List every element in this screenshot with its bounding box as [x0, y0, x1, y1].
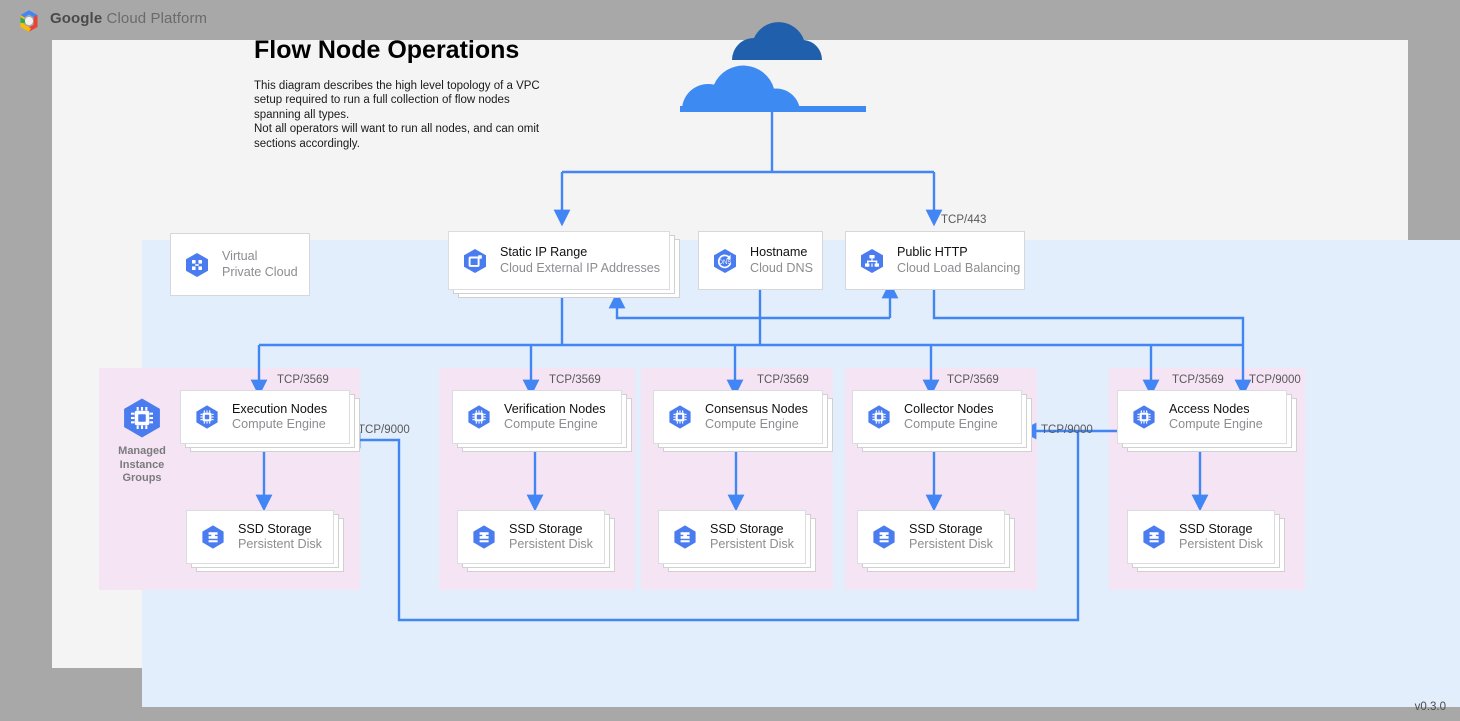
compute-engine-icon [1133, 405, 1155, 429]
card-execution-nodes[interactable]: Execution Nodes Compute Engine [180, 390, 350, 444]
card-subtitle-access-nodes: Compute Engine [1169, 417, 1263, 431]
card-text-consensus-nodes: Consensus Nodes Compute Engine [705, 402, 808, 433]
port-label-tcp-3569-collector: TCP/3569 [947, 374, 999, 386]
persistent-disk-icon [1143, 525, 1165, 549]
page-title: Flow Node Operations [254, 36, 520, 64]
card-subtitle-static-ip-range: Cloud External IP Addresses [500, 260, 661, 275]
card-text-access-nodes: Access Nodes Compute Engine [1169, 402, 1263, 433]
card-access-nodes[interactable]: Access Nodes Compute Engine [1117, 390, 1287, 444]
card-title-collector-storage: SSD Storage [909, 521, 983, 536]
card-subtitle-hostname: Cloud DNS [750, 260, 813, 275]
card-collector-storage[interactable]: SSD Storage Persistent Disk [857, 510, 1005, 564]
card-subtitle-collector-storage: Persistent Disk [909, 537, 993, 551]
card-text-hostname: Hostname Cloud DNS [750, 245, 813, 276]
card-subtitle-consensus-nodes: Compute Engine [705, 417, 799, 431]
card-text-collector-storage: SSD Storage Persistent Disk [909, 522, 993, 553]
card-text-execution-nodes: Execution Nodes Compute Engine [232, 402, 327, 433]
card-virtual-private-cloud[interactable]: Virtual Private Cloud [170, 233, 310, 296]
card-title-virtual-private-cloud: Virtual [222, 249, 258, 264]
card-consensus-nodes[interactable]: Consensus Nodes Compute Engine [653, 390, 823, 444]
persistent-disk-icon [674, 525, 696, 549]
card-subtitle-collector-nodes: Compute Engine [904, 417, 998, 431]
card-access-storage[interactable]: SSD Storage Persistent Disk [1127, 510, 1275, 564]
google-cloud-logo-icon [20, 10, 38, 32]
compute-engine-icon [468, 405, 490, 429]
port-label-tcp-3569-consensus: TCP/3569 [757, 374, 809, 386]
card-subtitle-public-http: Cloud Load Balancing [897, 260, 1021, 275]
gcp-brand-rest: Cloud Platform [102, 10, 208, 27]
card-title-static-ip-range: Static IP Range [500, 245, 588, 260]
managed-instance-groups-icon [124, 398, 160, 438]
cloud-dns-icon: DNS [714, 248, 736, 273]
persistent-disk-icon [202, 525, 224, 549]
compute-engine-icon [196, 405, 218, 429]
port-label-tcp-9000-execution: TCP/9000 [358, 424, 410, 436]
port-label-tcp-3569-execution: TCP/3569 [277, 374, 329, 386]
card-title-access-nodes: Access Nodes [1169, 401, 1250, 416]
card-title-hostname: Hostname [750, 245, 808, 260]
load-balancing-icon [861, 248, 883, 273]
card-text-consensus-storage: SSD Storage Persistent Disk [710, 522, 794, 553]
card-subtitle-verification-storage: Persistent Disk [509, 537, 593, 551]
card-text-verification-nodes: Verification Nodes Compute Engine [504, 402, 606, 433]
card-text-virtual-private-cloud: Virtual Private Cloud [222, 249, 298, 280]
page-description: This diagram describes the high level to… [254, 80, 540, 150]
card-title-consensus-nodes: Consensus Nodes [705, 401, 808, 416]
card-verification-nodes[interactable]: Verification Nodes Compute Engine [452, 390, 622, 444]
compute-engine-icon [669, 405, 691, 429]
card-subtitle-verification-nodes: Compute Engine [504, 417, 598, 431]
card-title-verification-storage: SSD Storage [509, 521, 583, 536]
persistent-disk-icon [873, 525, 895, 549]
vpc-icon [186, 252, 208, 277]
card-text-access-storage: SSD Storage Persistent Disk [1179, 522, 1263, 553]
gcp-brand-title: Google Cloud Platform [50, 10, 207, 27]
card-title-execution-storage: SSD Storage [238, 521, 312, 536]
port-label-tcp-9000-collector: TCP/9000 [1041, 424, 1093, 436]
cloud-icon [680, 22, 866, 112]
card-title-public-http: Public HTTP [897, 245, 968, 260]
port-label-tcp-3569-access: TCP/3569 [1172, 374, 1224, 386]
card-title-execution-nodes: Execution Nodes [232, 401, 328, 416]
card-title-consensus-storage: SSD Storage [710, 521, 784, 536]
card-text-execution-storage: SSD Storage Persistent Disk [238, 522, 322, 553]
card-public-http[interactable]: Public HTTP Cloud Load Balancing [845, 231, 1025, 290]
card-subtitle-execution-nodes: Compute Engine [232, 417, 326, 431]
card-verification-storage[interactable]: SSD Storage Persistent Disk [457, 510, 605, 564]
card-text-verification-storage: SSD Storage Persistent Disk [509, 522, 593, 553]
card-collector-nodes[interactable]: Collector Nodes Compute Engine [852, 390, 1022, 444]
svg-text:DNS: DNS [719, 260, 732, 266]
compute-engine-icon [868, 405, 890, 429]
gcp-header: Google Cloud Platform [0, 0, 1460, 40]
card-subtitle-virtual-private-cloud: Private Cloud [222, 264, 298, 279]
persistent-disk-icon [473, 525, 495, 549]
card-text-collector-nodes: Collector Nodes Compute Engine [904, 402, 998, 433]
version-label: v0.3.0 [1414, 701, 1446, 713]
card-subtitle-consensus-storage: Persistent Disk [710, 537, 794, 551]
card-text-static-ip-range: Static IP Range Cloud External IP Addres… [500, 245, 660, 276]
port-label-tcp-443-public-http: TCP/443 [941, 214, 987, 226]
port-label-tcp-3569-verification: TCP/3569 [549, 374, 601, 386]
static-ip-icon [464, 248, 486, 273]
card-hostname[interactable]: DNS Hostname Cloud DNS [698, 231, 823, 290]
card-consensus-storage[interactable]: SSD Storage Persistent Disk [658, 510, 806, 564]
card-title-verification-nodes: Verification Nodes [504, 401, 606, 416]
card-title-collector-nodes: Collector Nodes [904, 401, 994, 416]
card-static-ip-range[interactable]: Static IP Range Cloud External IP Addres… [448, 231, 670, 290]
card-execution-storage[interactable]: SSD Storage Persistent Disk [186, 510, 334, 564]
card-subtitle-execution-storage: Persistent Disk [238, 537, 322, 551]
gcp-brand-bold: Google [50, 10, 103, 27]
card-text-public-http: Public HTTP Cloud Load Balancing [897, 245, 1020, 276]
card-title-access-storage: SSD Storage [1179, 521, 1253, 536]
card-subtitle-access-storage: Persistent Disk [1179, 537, 1263, 551]
port-label-tcp-9000-access: TCP/9000 [1249, 374, 1301, 386]
